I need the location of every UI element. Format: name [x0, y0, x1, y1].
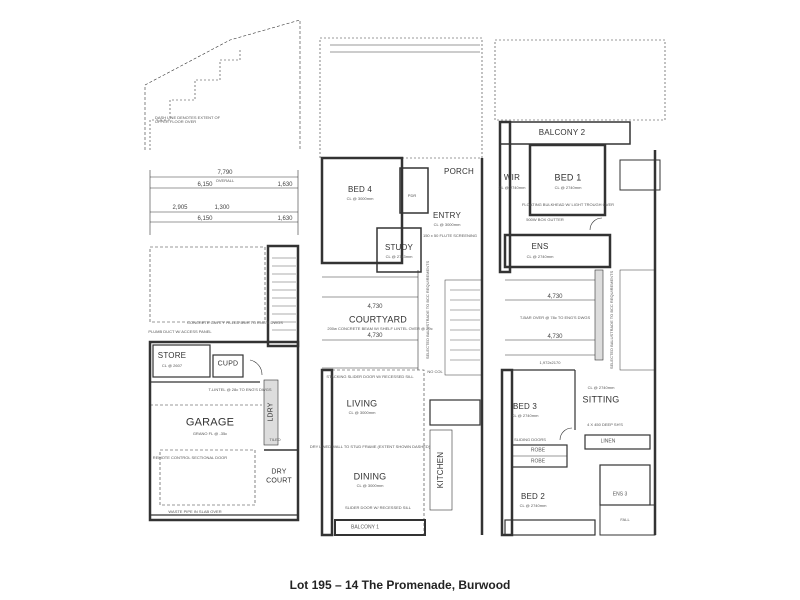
room-dry-court-2: COURT	[266, 477, 292, 485]
box-gutter-note: 500W BOX GUTTER	[526, 217, 564, 222]
plumb-note: PLUMB DUCT W/ ACCESS PANEL	[148, 329, 212, 334]
sliding-doors-note: SLIDING DOORS	[514, 437, 546, 442]
room-dry-court: DRY	[271, 468, 287, 476]
room-ens-3: ENS 3	[612, 491, 628, 498]
room-store: STORE	[157, 351, 187, 360]
fall-note: FALL	[620, 517, 630, 522]
room-kitchen: KITCHEN	[436, 451, 445, 489]
bed1-ceiling: CL @ 2740mm	[554, 185, 582, 190]
room-bed-1: BED 1	[554, 172, 582, 183]
dim-span-b: 1,300	[214, 205, 230, 211]
room-balcony-1: BALCONY 1	[351, 524, 379, 531]
garage-floor-note: GRANO FL @ -35c	[192, 431, 228, 436]
room-robe-2: ROBE	[530, 458, 546, 465]
room-pdr: PDR	[407, 193, 417, 198]
first-floor-plan	[319, 37, 484, 537]
courtyard-note: 200w CONCRETE BEAM W/ SHELF LINTEL OVER …	[327, 326, 433, 331]
room-entry: ENTRY	[433, 211, 461, 220]
room-dining: DINING	[353, 471, 387, 482]
room-robe-1: ROBE	[530, 447, 546, 454]
stacking-door-note: STACKING SLIDER DOOR W/ RECESSED SILL	[326, 374, 414, 379]
dim-upper-mid-bottom: 4,730	[547, 334, 563, 340]
living-ceiling: CL @ 3000mm	[348, 410, 376, 415]
dry-lined-note: DRY LINED WALL TO STUD FRAME (EXTENT SHO…	[309, 444, 431, 449]
room-living: LIVING	[346, 398, 378, 409]
room-bed-2: BED 2	[520, 492, 546, 501]
dim-left-span: 6,150	[197, 182, 213, 188]
room-wir: WIR	[503, 173, 521, 182]
entry-ceiling: CL @ 3000mm	[433, 222, 461, 227]
ground-floor-plan	[144, 19, 301, 522]
window-dim: 1,972x2170	[539, 360, 561, 365]
concrete-note: CONCRETE CAVITY FILLED BWK TO ENG'S DWGS	[187, 320, 283, 325]
dash-line-note: DASH LINE DENOTES EXTENT OF UPPER FLOOR …	[155, 115, 221, 124]
room-laundry: LDRY	[267, 402, 275, 422]
dim-span-a: 2,905	[172, 205, 188, 211]
dim-overall: 7,790	[217, 170, 233, 176]
room-porch: PORCH	[444, 167, 474, 176]
remote-door-note: REMOTE CONTROL SECTIONAL DOOR	[152, 455, 228, 460]
study-ceiling: CL @ 2743mm	[385, 254, 413, 259]
deep-shelves-note: 4 X 450 DEEP SH'S	[587, 422, 623, 427]
room-courtyard: COURTYARD	[349, 314, 407, 325]
laundry-tiled: TILED	[269, 437, 281, 442]
flute-note: 150 x 50 FLUTE SCREENING	[422, 233, 478, 238]
dining-ceiling: CL @ 3000mm	[356, 483, 384, 488]
dim-right-span: 1,630	[277, 182, 293, 188]
upper-balustrade: SELECTED BALUSTRADE TO BCC REQUIREMENTS	[609, 270, 614, 370]
bed3-ceiling: CL @ 2740mm	[511, 413, 539, 418]
room-bed-4: BED 4	[347, 185, 373, 194]
wir-ceiling: CL @ 2740mm	[498, 185, 526, 190]
dim-upper-mid-top: 4,730	[547, 294, 563, 300]
room-bed-3: BED 3	[512, 402, 538, 411]
dim-courtyard-bottom: 4,730	[367, 333, 383, 339]
floating-bulkhead-note: FLOATING BULKHEAD W/ LIGHT TROUGH OVER	[521, 202, 615, 207]
room-linen: LINEN	[600, 438, 616, 445]
ens-ceiling: CL @ 2740mm	[526, 254, 554, 259]
sitting-ceiling: CL @ 2740mm	[587, 385, 615, 390]
first-floor-balustrade: SELECTED BALUSTRADE TO BCC REQUIREMENTS	[425, 260, 430, 360]
dim-overall-note: OVERALL	[215, 178, 235, 183]
bed2-ceiling: CL @ 2740mm	[519, 503, 547, 508]
tlintel-note: T-LINTEL @ 28c TO ENG'S DWGS	[208, 387, 272, 392]
bed4-ceiling: CL @ 3000mm	[346, 196, 374, 201]
plan-caption: Lot 195 – 14 The Promenade, Burwood	[289, 578, 511, 592]
dim-lower-right: 1,630	[277, 216, 293, 222]
room-ens: ENS	[531, 242, 549, 251]
room-sitting: SITTING	[582, 394, 620, 405]
no-col-note: NO COL	[427, 369, 443, 374]
tbar-note: T-BAR OVER @ 78c TO ENG'S DWGS	[519, 315, 591, 320]
store-ceiling: CL @ 2607	[161, 363, 183, 368]
room-balcony-2: BALCONY 2	[538, 128, 586, 137]
upper-floor-plan	[494, 39, 666, 537]
room-study: STUDY	[384, 243, 414, 252]
slider-door-note: SLIDER DOOR W/ RECESSED SILL	[344, 505, 412, 510]
dim-lower-left: 6,150	[197, 216, 213, 222]
waste-pipe-note: WASTE PIPE IN SLAB OVER	[168, 509, 222, 514]
dim-courtyard-top: 4,730	[367, 304, 383, 310]
room-cupd: CUPD	[217, 360, 239, 368]
room-garage: GARAGE	[185, 416, 235, 429]
